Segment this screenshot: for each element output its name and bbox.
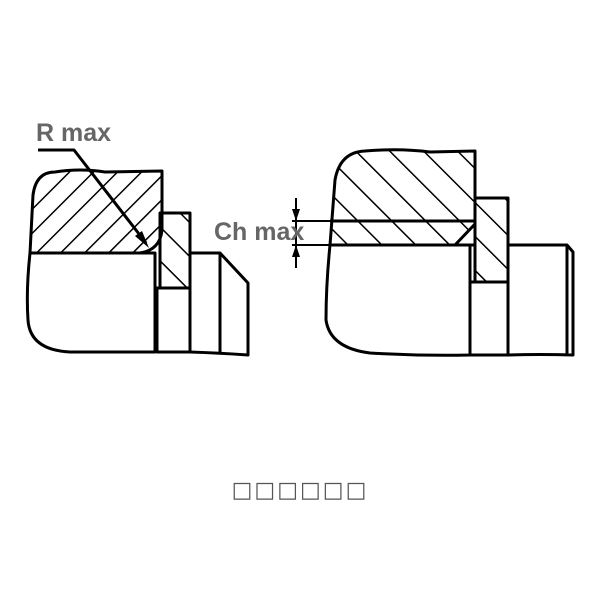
right-figure — [292, 148, 575, 357]
left-figure — [25, 148, 250, 357]
left-spacer-ring — [158, 211, 192, 290]
ch-max-label: Ch max — [214, 218, 304, 246]
ch-max-arrow-bottom — [292, 245, 300, 257]
r-max-leader — [38, 148, 148, 244]
left-shaft — [25, 251, 157, 354]
left-shaft-end — [189, 251, 250, 357]
r-max-label: R max — [36, 119, 111, 147]
left-spacer-lower — [155, 286, 192, 354]
ch-max-arrow-top — [292, 209, 300, 221]
left-housing-section — [28, 168, 164, 255]
right-spacer-ring — [473, 196, 510, 284]
r-max-arrow — [135, 231, 149, 248]
right-spacer-lower — [468, 280, 510, 357]
right-housing-section — [328, 148, 477, 247]
right-shaft — [324, 243, 475, 357]
caption: □□□□□□ — [231, 478, 369, 503]
right-shaft-end — [507, 243, 575, 357]
